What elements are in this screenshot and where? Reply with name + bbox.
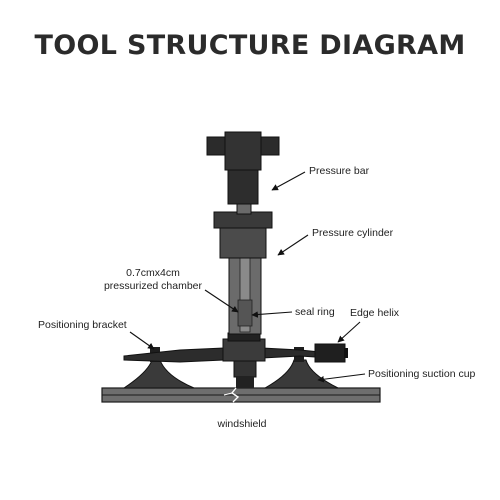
pressure-bar-shaft [227, 167, 259, 205]
edge-helix-knob [314, 343, 346, 363]
pressure-cylinder-body [219, 227, 267, 259]
label-seal-ring: seal ring [295, 306, 335, 318]
edge-helix-cap [344, 348, 348, 358]
label-positioning-suction-cup: Positioning suction cup [368, 368, 476, 380]
chamber-plug [237, 299, 253, 327]
leader-positioning-bracket [129, 331, 155, 350]
leader-pressure-bar [271, 171, 306, 191]
leader-chamber [204, 289, 239, 313]
leader-suction-cup [317, 373, 366, 383]
label-chamber-line2: pressurized chamber [104, 280, 203, 292]
label-pressure-bar: Pressure bar [309, 165, 370, 177]
lower-shaft [233, 360, 257, 378]
diagram-title: TOOL STRUCTURE DIAGRAM [34, 30, 466, 61]
t-handle-center [224, 131, 262, 171]
label-silicone-head: Silicone head [183, 370, 225, 377]
leader-edge-helix [337, 321, 361, 343]
label-positioning-bracket: Positioning bracket [38, 319, 127, 331]
label-chamber-line1: 0.7cmx4cm [126, 267, 180, 279]
bracket-hub [222, 338, 266, 362]
windshield-glass [101, 387, 381, 403]
leader-seal-ring [251, 311, 293, 318]
right-suction-cup [263, 359, 339, 389]
label-pressure-cylinder: Pressure cylinder [312, 227, 394, 239]
label-edge-helix: Edge helix [350, 307, 400, 319]
silicone-head-part [236, 377, 254, 388]
label-windshield: windshield [216, 418, 266, 430]
leader-pressure-cylinder [277, 234, 309, 256]
